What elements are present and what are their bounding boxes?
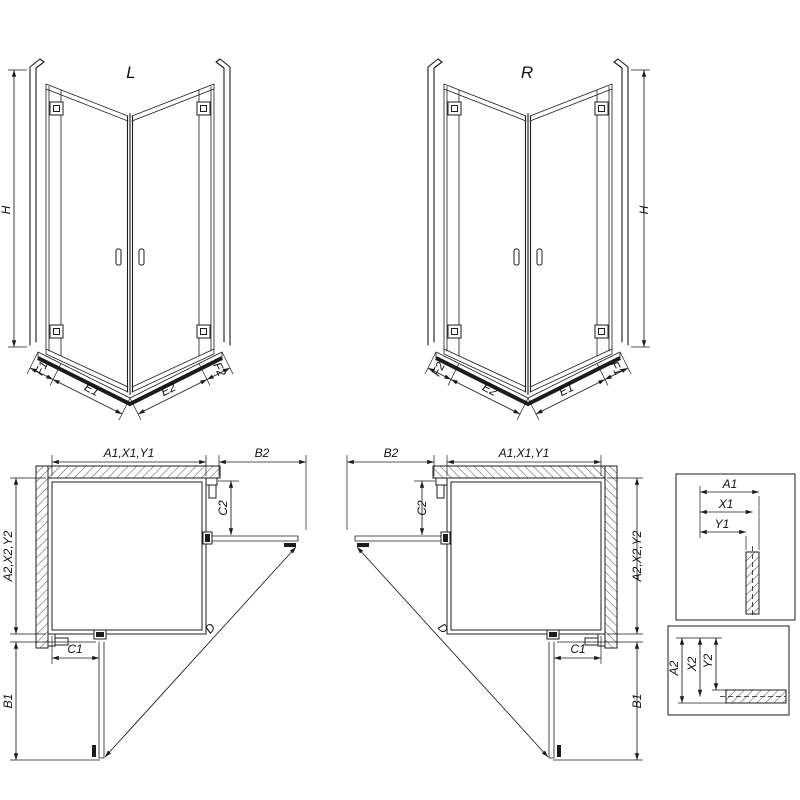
dim-label-a2: A2 <box>667 660 681 676</box>
dim-label-y1: Y1 <box>715 517 730 531</box>
dim-label-e1: E1 <box>82 380 101 399</box>
dim-label-c2: C2 <box>216 500 230 516</box>
dim-label-f2: F2 <box>210 360 229 379</box>
plan-view-right <box>347 455 643 760</box>
dim-label-b1: B1 <box>1 694 15 709</box>
dim-label-c1: C1 <box>67 642 82 656</box>
dim-label-x1: X1 <box>718 497 734 511</box>
dim-label-e1: E1 <box>556 380 575 399</box>
dim-label-b2: B2 <box>384 446 399 460</box>
dim-label-h: H <box>0 205 13 214</box>
dim-label-depth: A2,X2,Y2 <box>1 530 15 582</box>
plan-view-left <box>10 455 306 760</box>
view-label-left: L <box>126 63 135 82</box>
dim-label-f1: F1 <box>32 359 51 378</box>
dim-label-e2: E2 <box>158 380 178 399</box>
dim-label-depth: A2,X2,Y2 <box>630 530 644 582</box>
detail-box-frame <box>675 473 796 621</box>
dim-label-x2: X2 <box>685 656 699 672</box>
dim-label-a1: A1 <box>722 477 738 491</box>
dim-label-c1: C1 <box>570 642 585 656</box>
iso-view-right-labels: R H F1 E1 E2 F2 <box>429 63 651 399</box>
view-label-right: R <box>521 63 533 82</box>
detail-box-profile-top: A1 X1 Y1 <box>675 473 796 621</box>
iso-view-left-labels: L H F1 E1 E2 F2 <box>0 63 229 399</box>
dim-label-y2: Y2 <box>701 653 715 668</box>
dim-label-b2: B2 <box>255 446 270 460</box>
detail-box-profile-bottom: A2 X2 Y2 <box>667 625 790 716</box>
dim-label-e2: E2 <box>480 380 500 399</box>
dim-label-f2: F2 <box>429 360 448 379</box>
dim-label-width: A1,X1,Y1 <box>498 446 550 460</box>
dim-label-c2: C2 <box>415 500 429 516</box>
dim-label-b1: B1 <box>630 694 644 709</box>
dim-label-f1: F1 <box>607 359 626 378</box>
dim-label-width: A1,X1,Y1 <box>103 446 155 460</box>
dim-label-h: H <box>637 205 651 214</box>
